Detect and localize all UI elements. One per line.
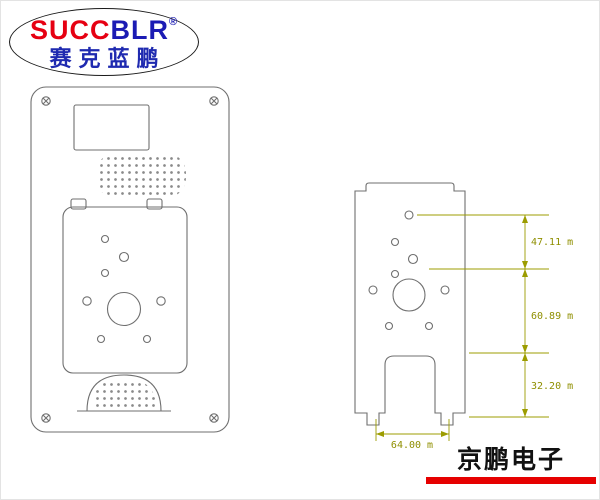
screw-cross: [210, 414, 218, 422]
arrow-left-icon: [376, 431, 384, 437]
bracket-hole: [404, 210, 414, 220]
dimension-annotations: [375, 214, 549, 441]
bracket-hole: [390, 269, 400, 279]
bottom-grille-outline: [86, 374, 162, 412]
arrow-down-icon: [522, 261, 528, 269]
company-name: 京鹏电子: [456, 446, 565, 474]
dimension-arrows: [376, 215, 528, 437]
screw-cross: [42, 414, 50, 422]
plate-tab-left: [70, 198, 87, 210]
dimension-labels: 47.11 m 60.89 m 32.20 m 64.00 m: [391, 237, 573, 451]
bracket-hole: [424, 321, 434, 331]
brand-text-blr: BLR: [110, 15, 169, 45]
bottom-grille-dots: [92, 379, 156, 408]
mounting-plate-outline: [62, 206, 188, 374]
dim-label-top: 47.11 m: [531, 237, 573, 248]
device-front-view: [30, 86, 230, 433]
bracket-hole: [440, 285, 450, 295]
screw-icon: [209, 413, 219, 423]
screw-icon: [41, 413, 51, 423]
bracket-hole: [407, 253, 419, 265]
registered-trademark-icon: ®: [168, 16, 179, 28]
bracket-hole: [390, 237, 400, 247]
center-cable-hole: [106, 291, 142, 327]
brand-logo: SUCCBLR® 赛克蓝鹏: [9, 8, 199, 76]
screw-icon: [41, 96, 51, 106]
mounting-hole: [82, 296, 92, 306]
footer-accent-bar: [426, 477, 596, 484]
screw-cross: [42, 97, 50, 105]
arrow-up-icon: [522, 215, 528, 223]
dim-label-width: 64.00 m: [391, 440, 433, 451]
dim-label-bottom: 32.20 m: [531, 381, 573, 392]
bracket-hole: [384, 321, 394, 331]
arrow-down-icon: [522, 345, 528, 353]
mounting-hole: [118, 251, 130, 263]
corner-screws: [41, 96, 219, 423]
footer-branding: 京鹏电子: [426, 447, 596, 484]
bracket-hole: [368, 285, 378, 295]
screw-icon: [209, 96, 219, 106]
mounting-bracket-view: [354, 182, 466, 426]
arrow-up-icon: [522, 269, 528, 277]
brand-text-succ: SUCC: [29, 15, 111, 45]
dim-label-middle: 60.89 m: [531, 311, 573, 322]
speaker-grille-dots: [96, 153, 186, 198]
arrow-right-icon: [441, 431, 449, 437]
brand-wordmark: SUCCBLR®: [10, 17, 198, 44]
bracket-outline: [354, 182, 466, 426]
bracket-center-hole: [392, 278, 426, 312]
device-body-outline: [30, 86, 230, 433]
brand-chinese-name: 赛克蓝鹏: [49, 46, 166, 71]
mounting-hole: [142, 334, 152, 344]
arrow-up-icon: [522, 353, 528, 361]
arrow-down-icon: [522, 409, 528, 417]
mounting-hole: [100, 268, 110, 278]
screw-cross: [210, 97, 218, 105]
mounting-hole: [156, 296, 166, 306]
display-window: [73, 104, 150, 151]
plate-tab-right: [146, 198, 163, 210]
mounting-hole: [100, 234, 110, 244]
mounting-hole: [96, 334, 106, 344]
